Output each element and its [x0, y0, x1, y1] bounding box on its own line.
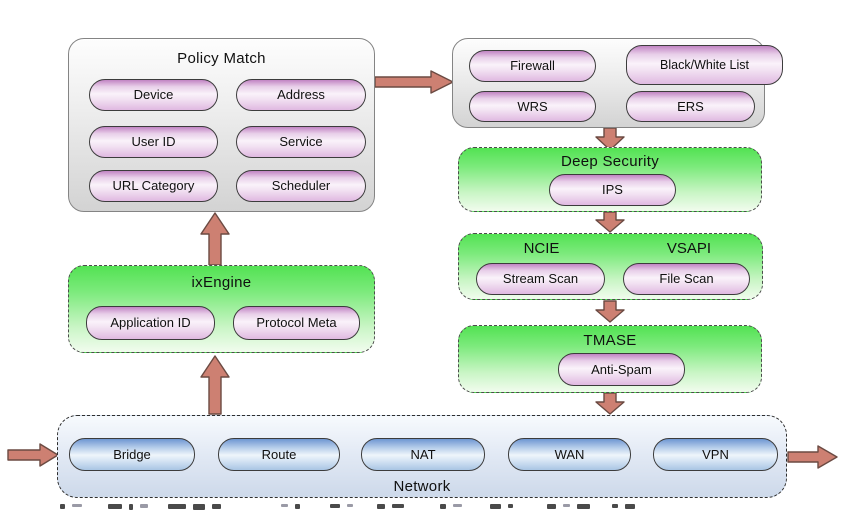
arrow-network-to-ixengine [200, 355, 230, 415]
arrow-ixengine-to-policy [200, 212, 230, 266]
node-file-scan: File Scan [623, 263, 750, 295]
policy-match-title: Policy Match [177, 50, 266, 67]
node-ips: IPS [549, 174, 676, 206]
node-black-white-list: Black/White List [626, 45, 783, 85]
node-url-category: URL Category [89, 170, 218, 202]
node-vpn: VPN [653, 438, 778, 471]
node-protocol-meta: Protocol Meta [233, 306, 360, 340]
node-user-id: User ID [89, 126, 218, 158]
arrow-outbound-network [787, 445, 838, 469]
node-scheduler: Scheduler [236, 170, 366, 202]
node-nat: NAT [361, 438, 485, 471]
arrow-deepsecurity-to-ncie [595, 211, 625, 233]
arrow-ncie-to-tmase [595, 300, 625, 323]
cropped-caption-fragments [60, 504, 846, 511]
node-anti-spam: Anti-Spam [558, 353, 685, 386]
deep-security-box: Deep Security IPS [458, 147, 762, 212]
vsapi-title: VSAPI [666, 240, 712, 257]
node-device: Device [89, 79, 218, 111]
node-route: Route [218, 438, 340, 471]
ncie-title: NCIE [523, 240, 560, 257]
node-firewall: Firewall [469, 50, 596, 82]
services-box: Firewall Black/White List WRS ERS [452, 38, 783, 128]
node-bridge: Bridge [69, 438, 195, 471]
node-service: Service [236, 126, 366, 158]
policy-match-box: Policy Match Device Address User ID Serv… [68, 38, 375, 212]
node-address: Address [236, 79, 366, 111]
arrow-inbound-network [7, 443, 59, 467]
deep-security-title: Deep Security [560, 153, 660, 170]
node-ers: ERS [626, 91, 755, 122]
tmase-title: TMASE [583, 332, 637, 349]
node-wrs: WRS [469, 91, 596, 122]
tmase-box: TMASE Anti-Spam [458, 325, 762, 393]
network-title: Network [393, 478, 451, 495]
ncie-vsapi-box: NCIE VSAPI Stream Scan File Scan [458, 233, 763, 300]
arrow-policy-to-services [374, 70, 454, 94]
node-wan: WAN [508, 438, 631, 471]
ixengine-title: ixEngine [191, 274, 252, 291]
node-application-id: Application ID [86, 306, 215, 340]
arrow-tmase-to-network [595, 392, 625, 415]
node-stream-scan: Stream Scan [476, 263, 605, 295]
ixengine-box: ixEngine Application ID Protocol Meta [68, 265, 375, 353]
network-box: Bridge Route NAT WAN VPN Network [57, 415, 787, 498]
